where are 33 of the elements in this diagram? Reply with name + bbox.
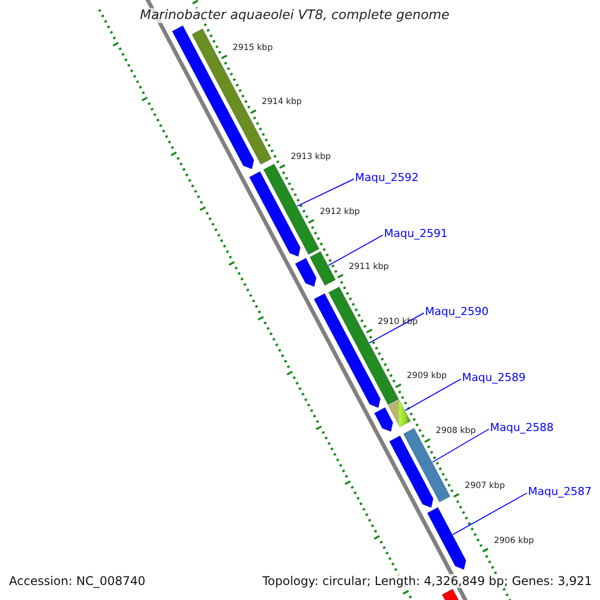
genome-stats-text: Topology: circular; Length: 4,326,849 bp; Genes: 3,921 (262, 574, 592, 588)
scale-label: 2906 kbp (494, 536, 534, 546)
gene-bar (310, 251, 336, 286)
gene-label: Maqu_2590 (425, 305, 489, 318)
scale-label: 2911 kbp (348, 262, 389, 272)
gene-bar (388, 400, 411, 428)
scale-label: 2915 kbp (232, 42, 273, 53)
leader-line (452, 492, 528, 536)
leader-line (432, 428, 490, 463)
gene-label: Maqu_2589 (462, 371, 526, 384)
leader-line (368, 312, 424, 344)
scale-label: 2912 kbp (320, 206, 360, 217)
scale-label: 2914 kbp (262, 97, 302, 108)
leader-line (404, 378, 462, 411)
gene-bar (328, 286, 400, 406)
leader-line (328, 234, 384, 266)
gene-bar (294, 258, 317, 287)
scale-label: 2913 kbp (290, 152, 331, 162)
gene-label: Maqu_2587 (528, 485, 592, 498)
scale-label: 2907 kbp (464, 481, 505, 491)
gene-bar (249, 171, 301, 257)
leader-line (296, 178, 354, 207)
accession-text: Accession: NC_008740 (9, 574, 146, 588)
scale-label: 2908 kbp (436, 426, 476, 436)
gene-bar (389, 435, 434, 508)
gene-bar (426, 507, 466, 570)
gene-label: Maqu_2592 (355, 171, 419, 184)
gene-label: Maqu_2591 (384, 227, 448, 240)
gene-bar (374, 407, 394, 432)
gene-bar (172, 25, 254, 170)
gene-label: Maqu_2588 (490, 421, 554, 434)
scale-label: 2909 kbp (406, 371, 447, 382)
gene-bar (263, 164, 320, 255)
